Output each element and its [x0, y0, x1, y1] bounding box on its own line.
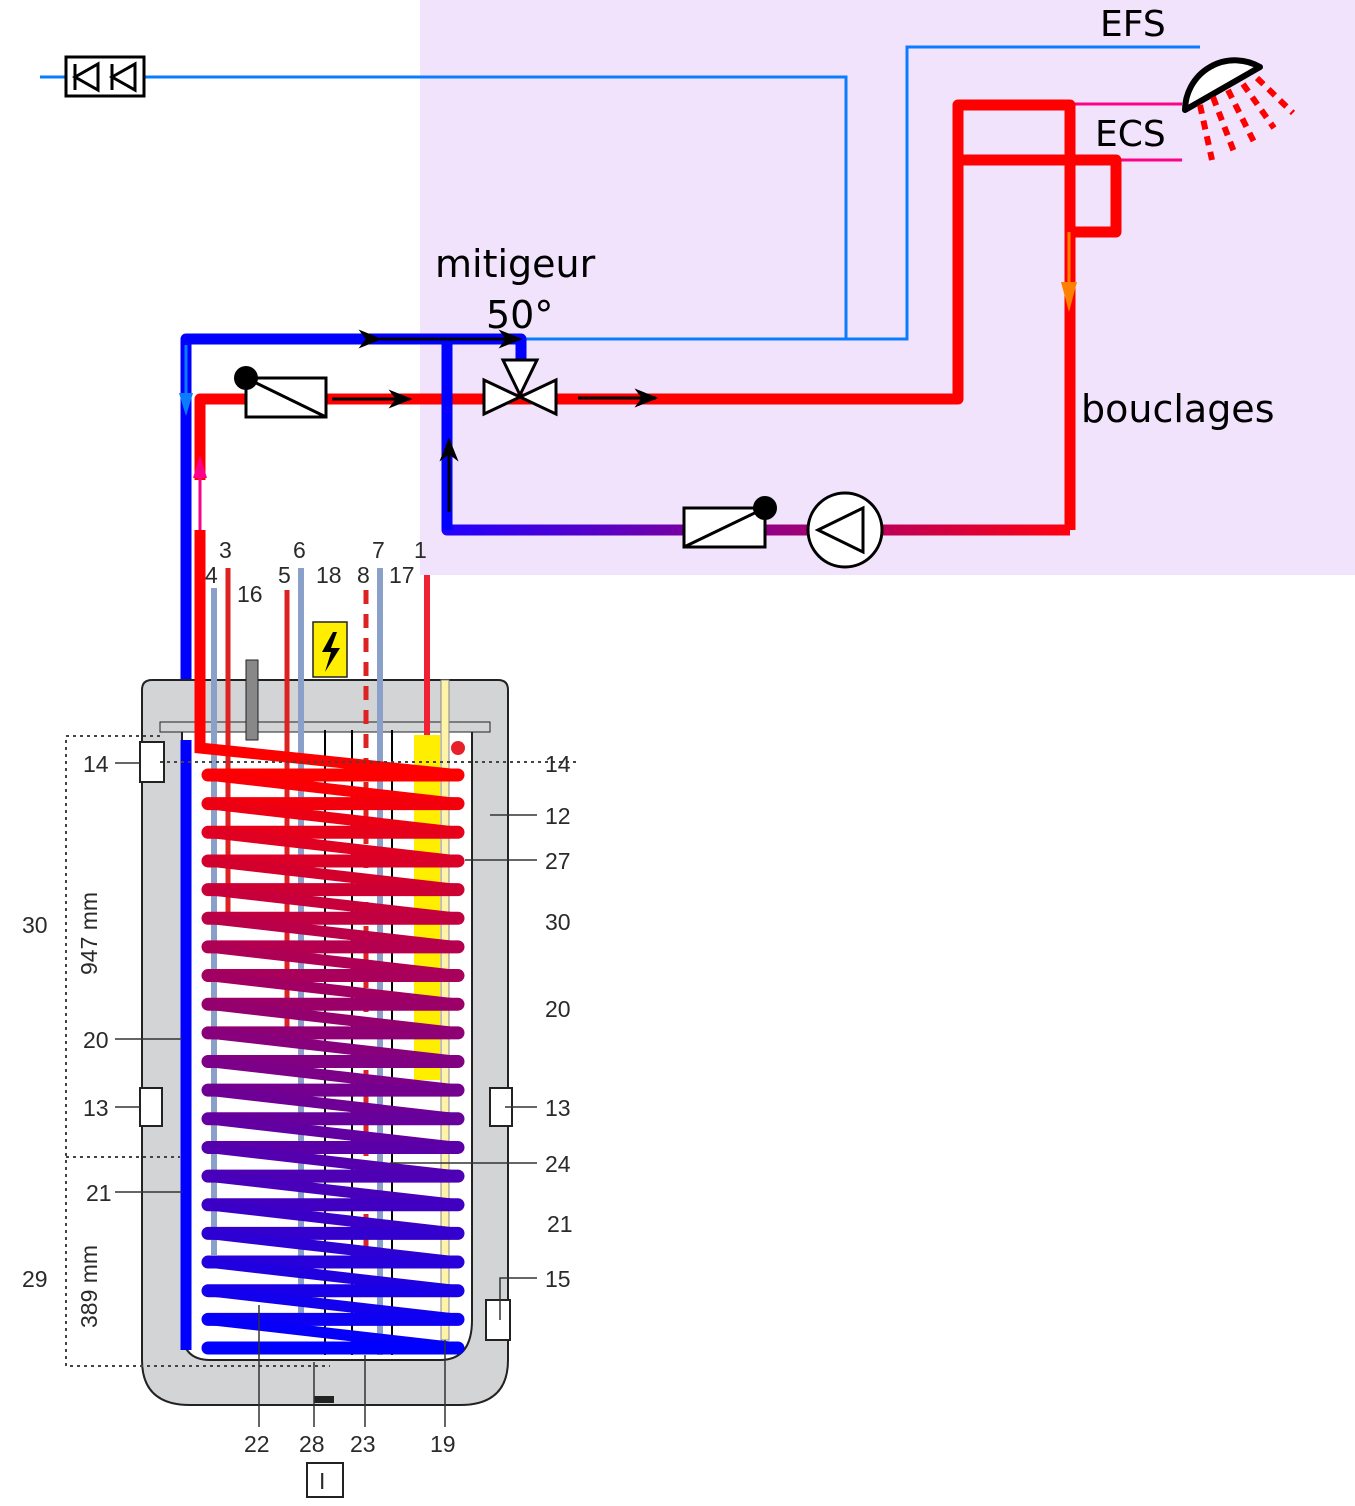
- connection-number-1: 1: [414, 537, 427, 563]
- bottom-callout-22: 22: [244, 1431, 270, 1457]
- right-callout-15: 15: [545, 1266, 571, 1292]
- mixer-label: mitigeur: [435, 242, 596, 286]
- tank-hot-outlet: [194, 530, 461, 781]
- efs-label: EFS: [1100, 4, 1166, 45]
- right-callout-30: 30: [545, 909, 571, 935]
- three-way-mixing-valve-icon[interactable]: [482, 358, 558, 417]
- bottom-callout-28: 28: [299, 1431, 325, 1457]
- return-check-valve-icon: [682, 496, 777, 549]
- left-callout-14: 14: [83, 751, 109, 777]
- high-voltage-icon: [312, 621, 348, 678]
- cold-flow-arrowhead: [179, 393, 193, 416]
- port-14-left: [139, 741, 165, 783]
- connection-number-3: 3: [219, 537, 232, 563]
- right-callout-27: 27: [545, 848, 571, 874]
- dimension-upper: 947 mm: [76, 892, 102, 975]
- dimension-lines: [65, 735, 580, 1367]
- bottom-callout-19: 19: [430, 1431, 456, 1457]
- ecs-label: ECS: [1095, 114, 1166, 155]
- right-callout-13: 13: [545, 1095, 571, 1121]
- left-callout-21: 21: [86, 1180, 112, 1206]
- connection-number-8: 8: [357, 562, 370, 588]
- connection-number-6: 6: [293, 537, 306, 563]
- left-callout-20: 20: [83, 1027, 109, 1053]
- check-valve-icon: [234, 366, 328, 419]
- loop-flow-arrowhead: [1061, 282, 1077, 312]
- connection-number-4: 4: [205, 562, 218, 588]
- left-callout-13: 13: [83, 1095, 109, 1121]
- connection-number-7: 7: [372, 537, 385, 563]
- cold-water-supply: [40, 45, 1200, 341]
- right-callout-20: 20: [545, 996, 571, 1022]
- circulator-pump-icon[interactable]: [806, 491, 884, 569]
- connection-number-17: 17: [389, 562, 415, 588]
- port-15-right: [485, 1299, 511, 1341]
- mixer-temperature-label: 50°: [486, 293, 553, 337]
- hot-rise-arrowhead: [193, 455, 207, 478]
- left-callout-29: 29: [22, 1266, 48, 1292]
- figure-tag: I: [319, 1468, 325, 1494]
- right-callout-24: 24: [545, 1151, 571, 1177]
- double-check-valve-icon: [64, 55, 146, 98]
- figure-tag-box: [306, 1462, 344, 1498]
- left-callout-30: 30: [22, 912, 48, 938]
- loop-label: bouclages: [1081, 387, 1275, 431]
- bottom-callout-23: 23: [350, 1431, 376, 1457]
- port-13-left: [139, 1087, 163, 1127]
- connection-number-5: 5: [278, 562, 291, 588]
- right-callout-21: 21: [547, 1211, 573, 1237]
- right-callout-12: 12: [545, 803, 571, 829]
- connection-number-16: 16: [237, 581, 263, 607]
- dimension-lower: 389 mm: [76, 1245, 102, 1328]
- connection-number-18: 18: [316, 562, 342, 588]
- right-callout-14: 14: [545, 751, 571, 777]
- heat-exchanger-coil: [201, 768, 465, 1355]
- shower-head-icon: [1182, 57, 1296, 161]
